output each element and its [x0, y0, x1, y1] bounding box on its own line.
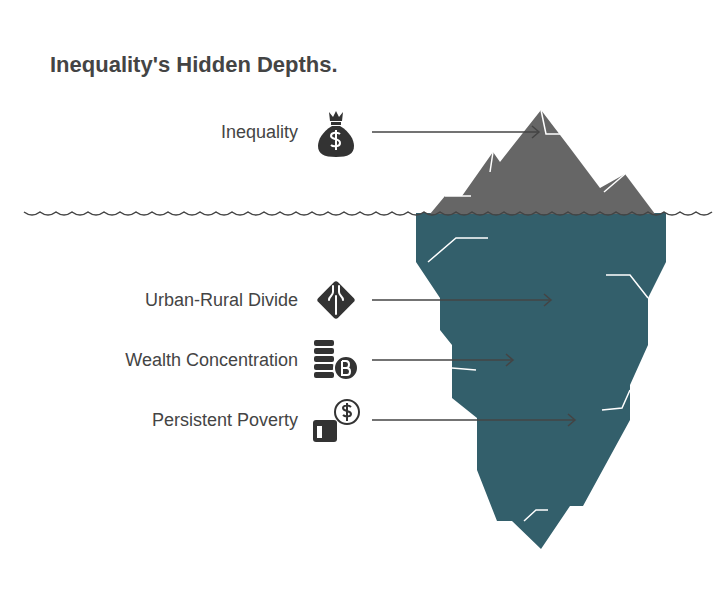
water-line: [24, 212, 712, 215]
layer-label: Inequality: [221, 122, 298, 143]
diagram-title: Inequality's Hidden Depths.: [50, 52, 338, 78]
road-sign-icon: [316, 280, 356, 320]
layer-label: Persistent Poverty: [152, 410, 298, 431]
layer-label: Urban-Rural Divide: [145, 290, 298, 311]
wallet-icon: [313, 400, 359, 442]
iceberg-tip: [430, 110, 655, 214]
iceberg-underwater: [416, 213, 666, 549]
coin-stack-icon: [314, 340, 358, 380]
leader-lines: [372, 126, 575, 426]
layer-label: Wealth Concentration: [125, 350, 298, 371]
money-bag-icon: [318, 111, 354, 157]
iceberg-highlights: [428, 110, 648, 521]
